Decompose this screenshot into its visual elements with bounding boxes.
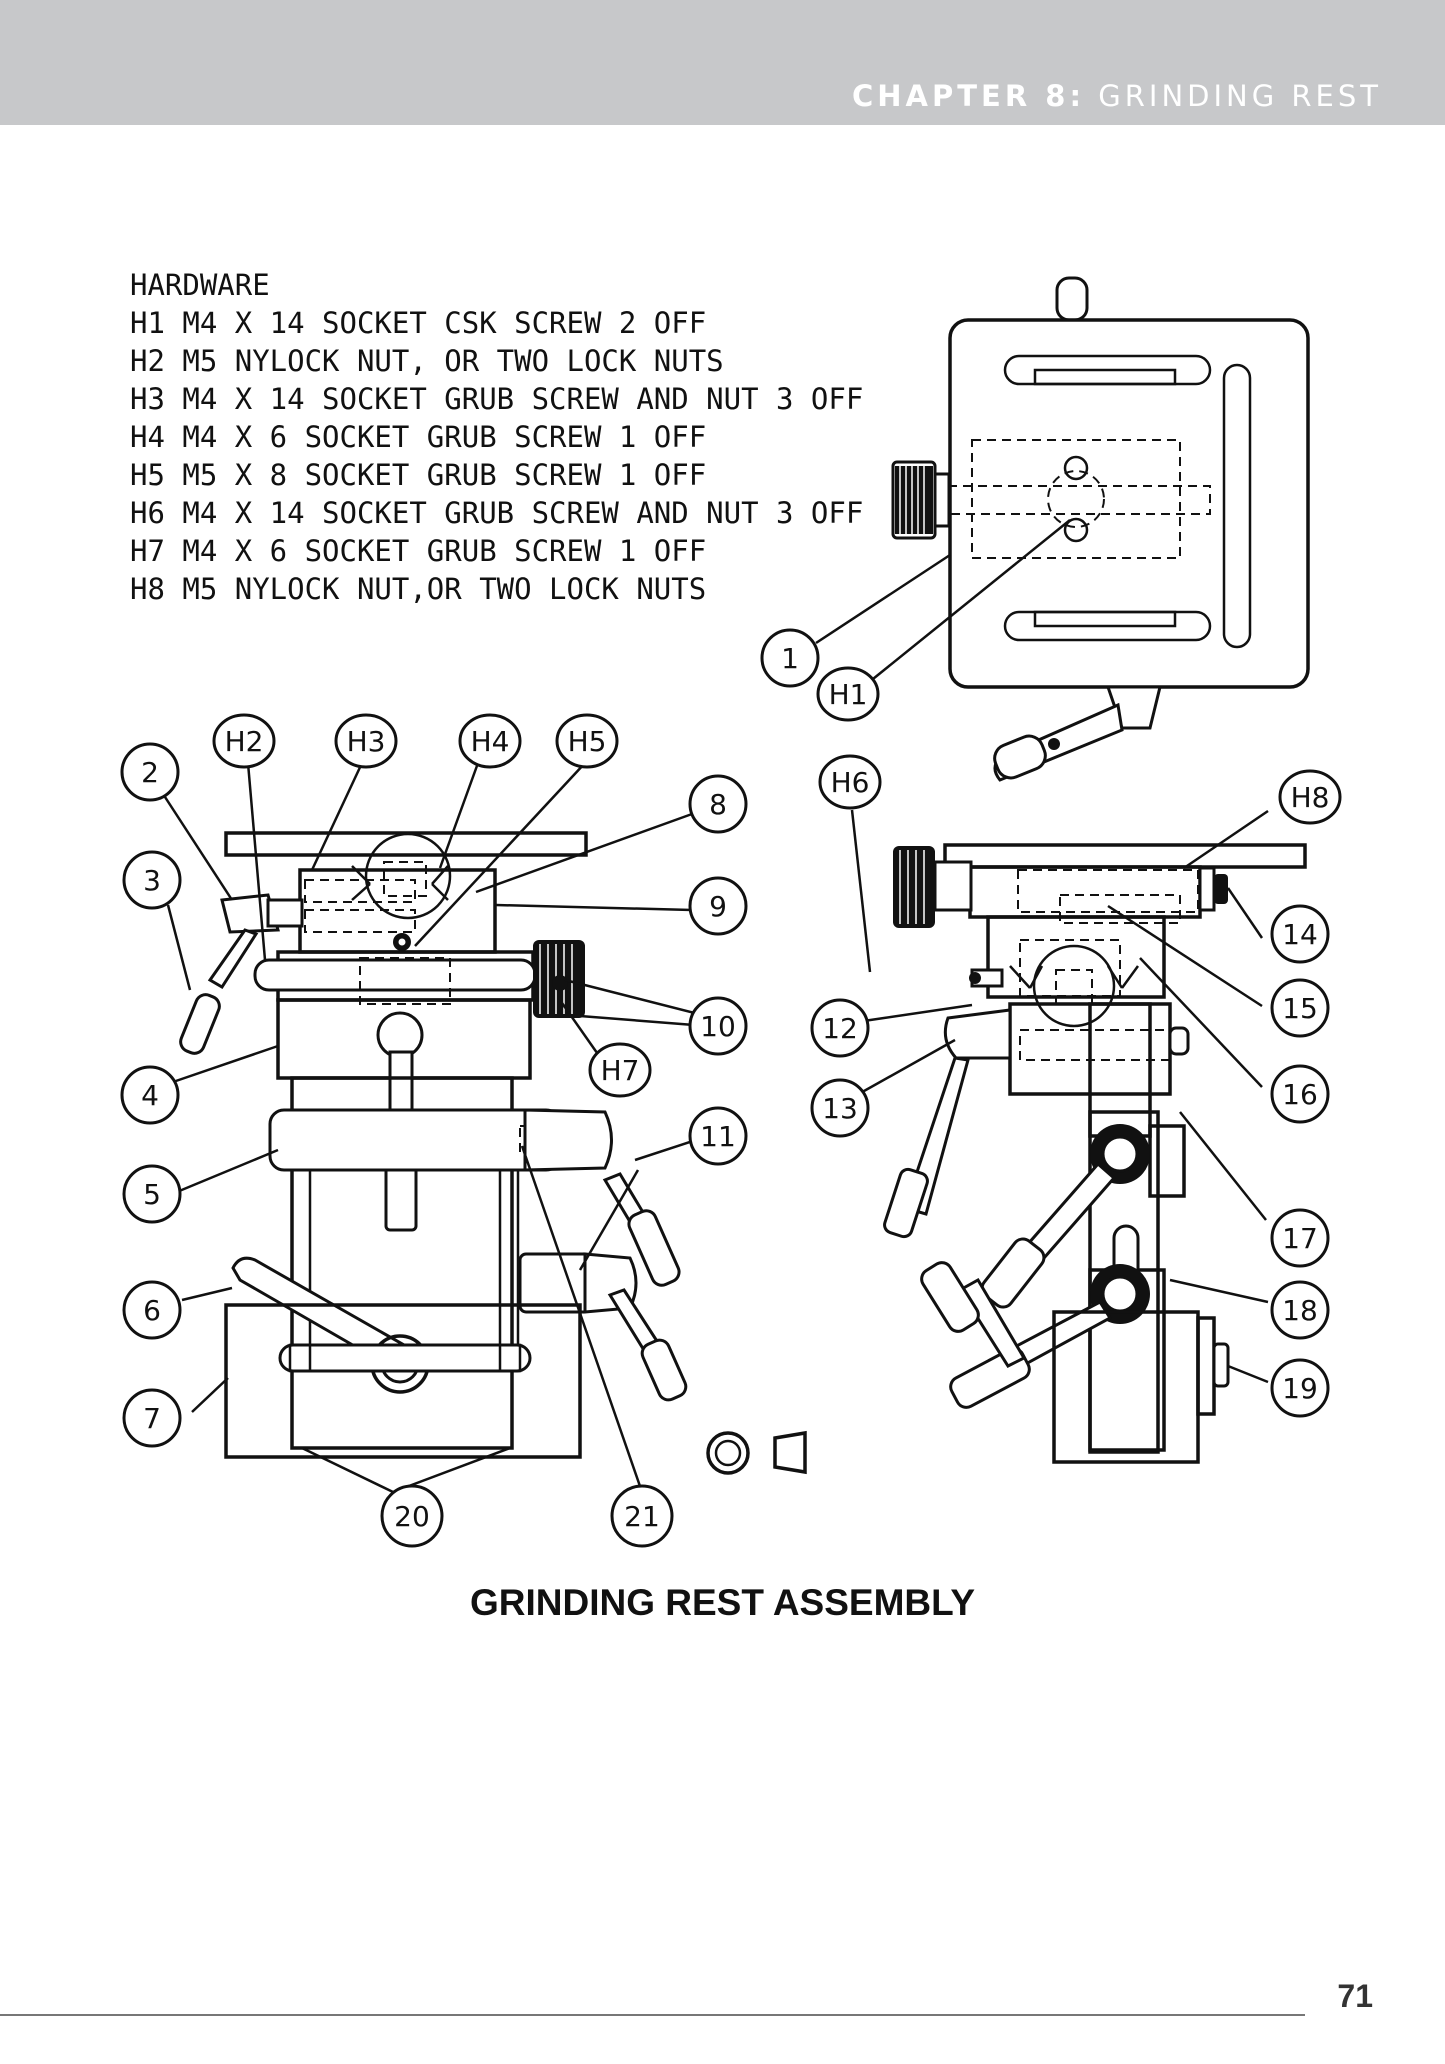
svg-text:9: 9 <box>709 890 727 923</box>
callout-21: 21 <box>610 1484 674 1548</box>
hardware-item: H8 M5 NYLOCK NUT,OR TWO LOCK NUTS <box>130 572 706 606</box>
svg-text:7: 7 <box>143 1402 161 1435</box>
svg-text:20: 20 <box>394 1500 430 1533</box>
hardware-item: H2 M5 NYLOCK NUT, OR TWO LOCK NUTS <box>130 344 724 378</box>
chapter-label: CHAPTER 8: <box>852 79 1086 113</box>
callout-3: 3 <box>122 850 182 910</box>
callout-4: 4 <box>120 1065 180 1125</box>
callout-18: 18 <box>1270 1280 1330 1340</box>
top-view <box>891 276 1310 782</box>
svg-text:H3: H3 <box>347 725 386 758</box>
svg-text:21: 21 <box>624 1500 660 1533</box>
svg-text:19: 19 <box>1282 1372 1318 1405</box>
svg-text:2: 2 <box>141 756 159 789</box>
hardware-item: H7 M4 X 6 SOCKET GRUB SCREW 1 OFF <box>130 534 706 568</box>
hardware-list: HARDWARE H1 M4 X 14 SOCKET CSK SCREW 2 O… <box>130 268 863 606</box>
svg-text:H5: H5 <box>568 725 607 758</box>
callout-1: 1 <box>760 628 820 688</box>
svg-text:H7: H7 <box>601 1054 640 1087</box>
callout-14: 14 <box>1270 904 1330 964</box>
hardware-item: H1 M4 X 14 SOCKET CSK SCREW 2 OFF <box>130 306 706 340</box>
callout-h2: H2 <box>212 713 276 769</box>
callout-17: 17 <box>1270 1208 1330 1268</box>
svg-text:H2: H2 <box>225 725 264 758</box>
callout-11: 11 <box>688 1106 748 1166</box>
svg-text:H1: H1 <box>829 678 868 711</box>
svg-text:8: 8 <box>709 788 727 821</box>
svg-text:3: 3 <box>143 864 161 897</box>
callout-7: 7 <box>122 1388 182 1448</box>
svg-text:17: 17 <box>1282 1222 1318 1255</box>
page-number: 71 <box>1337 1978 1373 2014</box>
callout-19: 19 <box>1270 1358 1330 1418</box>
callout-h6: H6 <box>818 754 882 810</box>
svg-text:18: 18 <box>1282 1294 1318 1327</box>
svg-text:H8: H8 <box>1291 781 1330 814</box>
callout-12: 12 <box>810 998 870 1058</box>
callout-6: 6 <box>122 1280 182 1340</box>
header-bar <box>0 0 1445 125</box>
svg-text:10: 10 <box>700 1010 736 1043</box>
callout-16: 16 <box>1270 1064 1330 1124</box>
callout-h8: H8 <box>1278 769 1342 825</box>
chapter-heading: CHAPTER 8: GRINDING REST <box>852 82 1382 111</box>
svg-text:6: 6 <box>143 1294 161 1327</box>
svg-text:11: 11 <box>700 1120 736 1153</box>
svg-text:H6: H6 <box>831 766 870 799</box>
callout-2: 2 <box>120 742 180 802</box>
svg-text:15: 15 <box>1282 992 1318 1025</box>
svg-text:16: 16 <box>1282 1078 1318 1111</box>
chapter-title: GRINDING REST <box>1098 79 1382 113</box>
callout-20: 20 <box>380 1484 444 1548</box>
svg-text:1: 1 <box>781 642 799 675</box>
side-view <box>883 843 1307 1464</box>
callout-h1: H1 <box>816 666 880 722</box>
callout-13: 13 <box>810 1078 870 1138</box>
leader-lines <box>163 519 1269 1494</box>
callout-h3: H3 <box>334 713 398 769</box>
callout-h5: H5 <box>555 713 619 769</box>
callout-15: 15 <box>1270 978 1330 1038</box>
hardware-item: H6 M4 X 14 SOCKET GRUB SCREW AND NUT 3 O… <box>130 496 863 530</box>
callout-h7: H7 <box>588 1042 652 1098</box>
hardware-item: H4 M4 X 6 SOCKET GRUB SCREW 1 OFF <box>130 420 706 454</box>
svg-text:5: 5 <box>143 1178 161 1211</box>
loose-parts <box>706 1430 807 1475</box>
footer-rule <box>0 2014 1305 2016</box>
svg-text:H4: H4 <box>471 725 510 758</box>
callout-5: 5 <box>122 1164 182 1224</box>
callout-8: 8 <box>688 774 748 834</box>
front-view <box>179 831 688 1459</box>
hardware-heading: HARDWARE <box>130 268 270 302</box>
svg-text:14: 14 <box>1282 918 1318 951</box>
callout-9: 9 <box>688 876 748 936</box>
hardware-item: H5 M5 X 8 SOCKET GRUB SCREW 1 OFF <box>130 458 706 492</box>
hardware-item: H3 M4 X 14 SOCKET GRUB SCREW AND NUT 3 O… <box>130 382 863 416</box>
svg-text:4: 4 <box>141 1079 159 1112</box>
svg-text:13: 13 <box>822 1092 858 1125</box>
callout-10: 10 <box>688 996 748 1056</box>
callout-h4: H4 <box>458 713 522 769</box>
svg-text:12: 12 <box>822 1012 858 1045</box>
figure-caption: GRINDING REST ASSEMBLY <box>469 1582 976 1623</box>
callout-bubbles: 1 H1 H2 H3 H4 H5 H6 H8 H7 2 3 4 5 6 7 8 … <box>120 628 1342 1548</box>
